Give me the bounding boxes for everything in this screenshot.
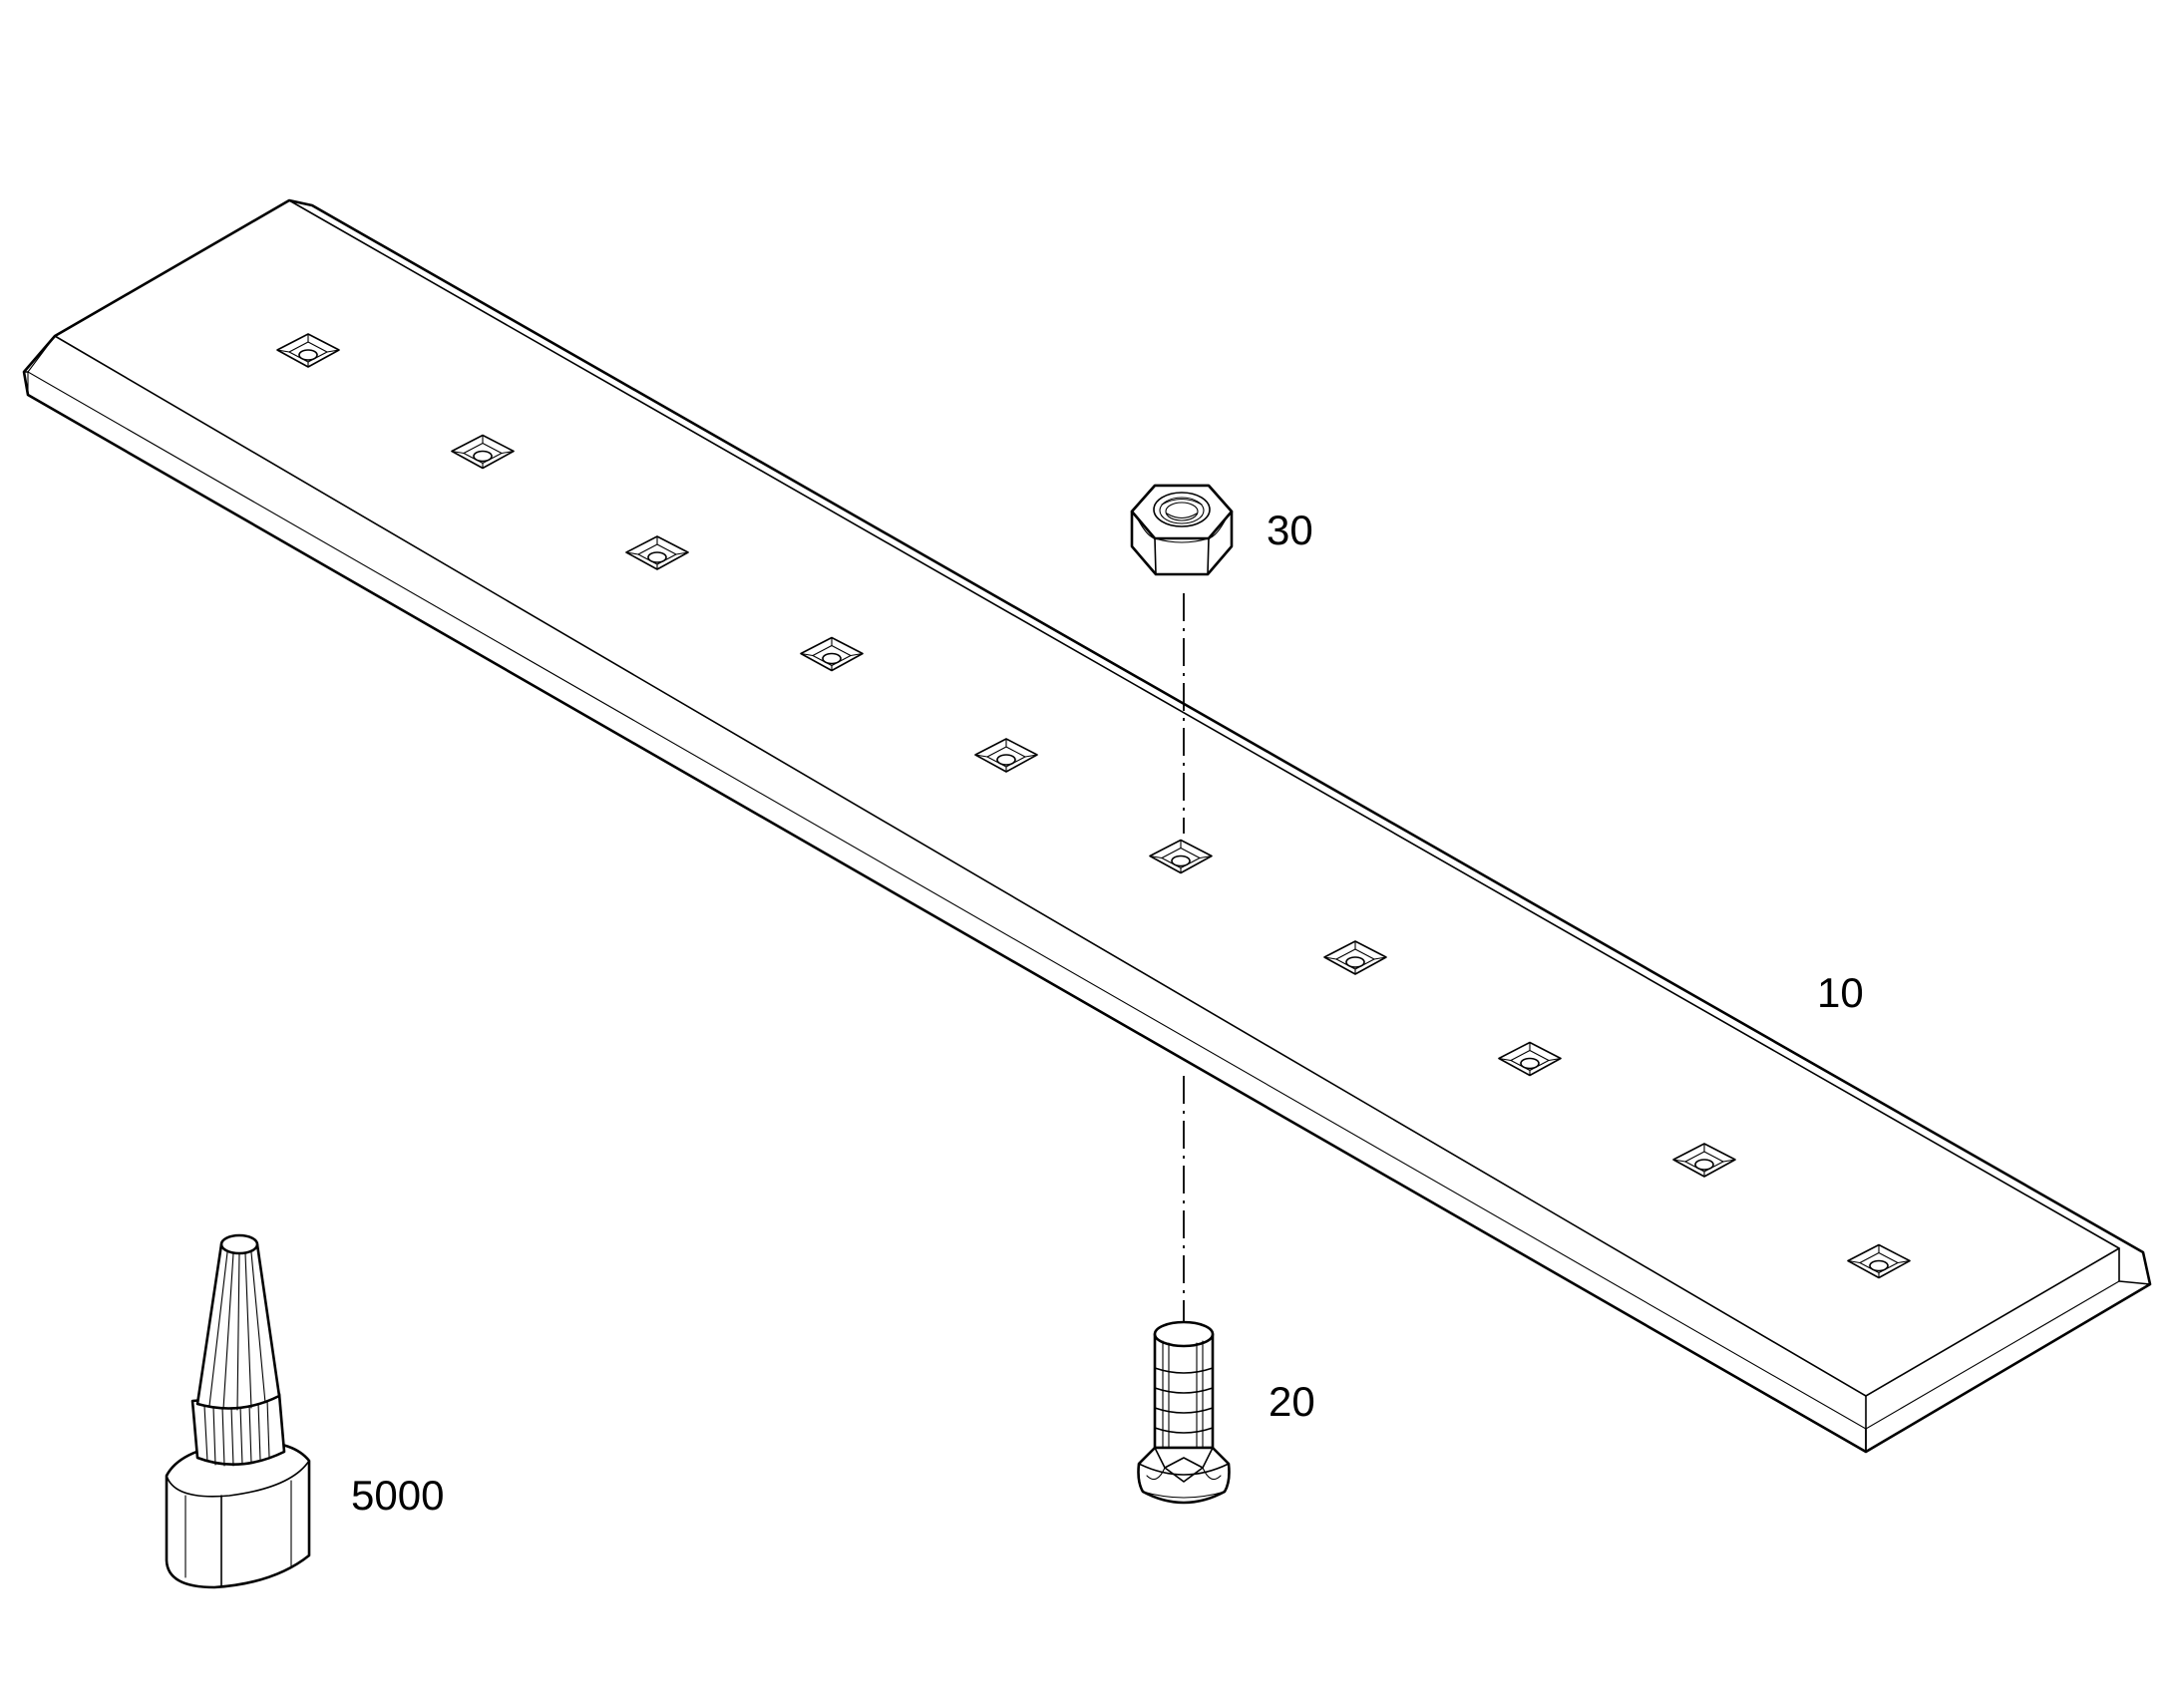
bolt-hole-icon (451, 434, 515, 470)
bolt-hole-icon (276, 333, 340, 368)
adhesive-bottle-icon (165, 1233, 311, 1589)
bolt-hole-icon (1498, 1041, 1562, 1077)
cutting-edge-blade-icon (22, 198, 2152, 1454)
bolt-hole-icon (800, 636, 864, 672)
callout-10: 10 (1817, 969, 1864, 1016)
hex-nut-icon (1130, 484, 1234, 576)
bolt-hole-icon (974, 738, 1038, 773)
callout-30: 30 (1267, 507, 1313, 553)
bolt-hole-icon (1847, 1243, 1911, 1279)
bolt-hole-icon (625, 535, 689, 570)
plow-bolt-icon (1137, 1320, 1231, 1505)
bolt-hole-icon (1149, 839, 1213, 874)
callout-5000: 5000 (351, 1472, 444, 1519)
callout-20: 20 (1269, 1378, 1315, 1425)
bolt-holes-group (276, 333, 1911, 1279)
bolt-hole-icon (1323, 940, 1387, 975)
bolt-hole-icon (1672, 1143, 1736, 1178)
